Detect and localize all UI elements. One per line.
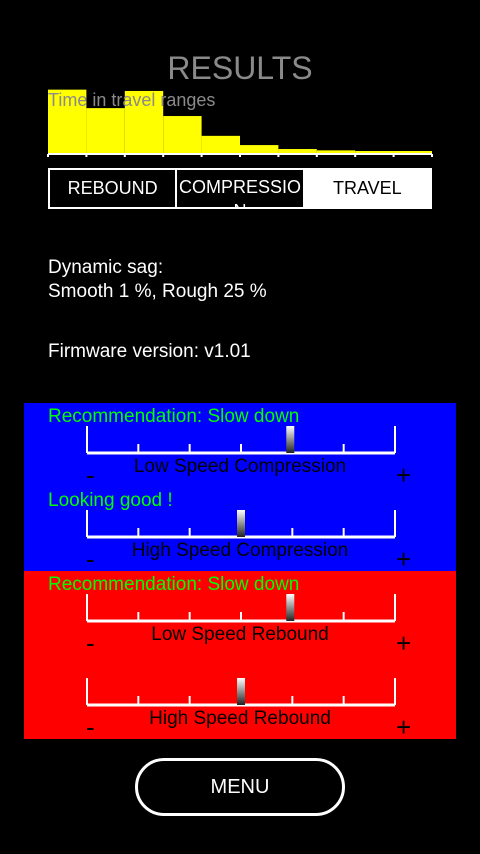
slider-thumb xyxy=(286,426,295,453)
travel-histogram xyxy=(47,89,433,157)
low-speed-compression-slider[interactable] xyxy=(86,426,396,456)
histogram-bar xyxy=(86,108,125,153)
histogram-bar xyxy=(355,151,394,153)
compression-panel: Recommendation: Slow down Low Speed Comp… xyxy=(24,403,456,574)
low-speed-compression-recommendation: Recommendation: Slow down xyxy=(48,406,300,427)
histogram-bar xyxy=(316,150,356,153)
low-speed-rebound-label: Low Speed Rebound xyxy=(151,624,329,645)
tab-rebound[interactable]: REBOUND xyxy=(50,170,176,207)
firmware-version: Firmware version: v1.01 xyxy=(48,341,251,362)
high-speed-compression-slider[interactable] xyxy=(86,510,396,540)
tab-travel[interactable]: TRAVEL xyxy=(302,170,430,207)
histogram-bar xyxy=(124,90,164,153)
high-speed-rebound-minus[interactable]: - xyxy=(86,712,95,742)
histogram-bar xyxy=(201,135,240,153)
low-speed-compression-minus[interactable]: - xyxy=(86,460,95,490)
rebound-panel: Recommendation: Slow down Low Speed Rebo… xyxy=(24,571,456,742)
low-speed-rebound-minus[interactable]: - xyxy=(86,628,95,658)
low-speed-rebound-recommendation: Recommendation: Slow down xyxy=(48,574,300,595)
histogram-bar xyxy=(278,149,317,153)
histogram-bar xyxy=(240,145,279,153)
high-speed-rebound-plus[interactable]: + xyxy=(396,712,412,742)
low-speed-rebound-slider[interactable] xyxy=(86,594,396,624)
dynamic-sag-title: Dynamic sag: xyxy=(48,257,164,278)
slider-thumb xyxy=(237,510,245,537)
low-speed-rebound-plus[interactable]: + xyxy=(396,628,412,658)
tab-bar: REBOUND COMPRESSION TRAVEL xyxy=(48,168,432,209)
high-speed-rebound-slider[interactable] xyxy=(86,678,396,708)
low-speed-compression-plus[interactable]: + xyxy=(396,460,412,490)
low-speed-compression-label: Low Speed Compression xyxy=(133,456,347,477)
histogram-bar xyxy=(48,89,87,153)
tab-compression[interactable]: COMPRESSION xyxy=(175,170,303,207)
slider-thumb xyxy=(286,594,295,621)
high-speed-compression-minus[interactable]: - xyxy=(86,544,95,574)
page-title: RESULTS xyxy=(167,50,313,86)
slider-thumb xyxy=(237,678,245,705)
histogram-bar xyxy=(393,151,432,153)
high-speed-compression-label: High Speed Compression xyxy=(131,540,349,561)
high-speed-compression-recommendation: Looking good ! xyxy=(48,490,173,511)
high-speed-compression-plus[interactable]: + xyxy=(396,544,412,574)
histogram-bar xyxy=(163,116,202,153)
high-speed-rebound-label: High Speed Rebound xyxy=(149,708,331,729)
dynamic-sag-value: Smooth 1 %, Rough 25 % xyxy=(48,281,267,302)
histogram-label: Time in travel ranges xyxy=(48,90,216,110)
menu-button[interactable]: MENU xyxy=(135,758,345,816)
